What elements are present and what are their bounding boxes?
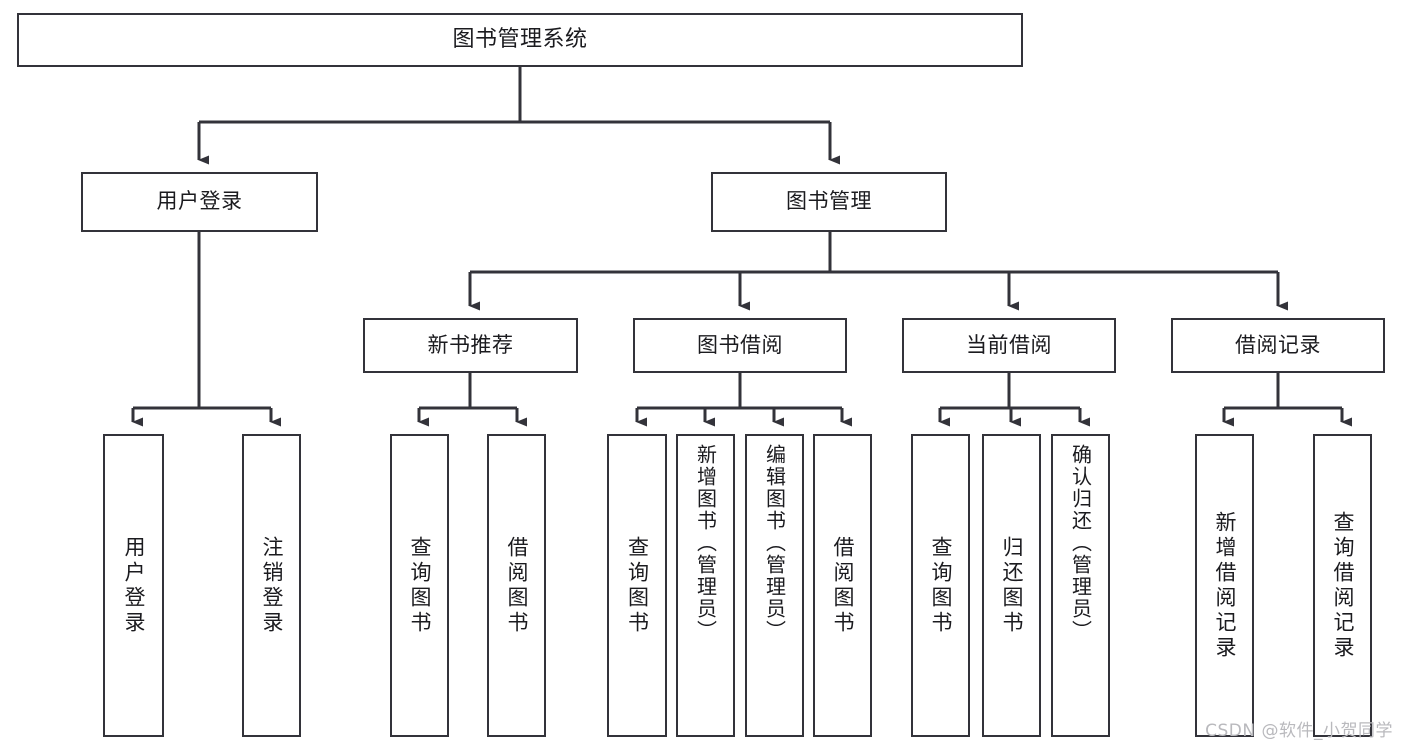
node-root[interactable]: 图书管理系统 (17, 13, 1023, 67)
node-leaf-logout-label: 注销登录 (260, 535, 284, 636)
node-book-borrow[interactable]: 图书借阅 (633, 318, 847, 373)
node-leaf-query-record-label: 查询借阅记录 (1331, 510, 1355, 661)
node-leaf-confirm-return[interactable]: 确认归还（管理员） (1051, 434, 1110, 737)
node-user-login[interactable]: 用户登录 (81, 172, 318, 232)
node-leaf-borrow-book-1-label: 借阅图书 (505, 535, 529, 636)
node-leaf-edit-book-label: 编辑图书（管理员） (762, 444, 787, 642)
node-book-borrow-label: 图书借阅 (697, 332, 783, 357)
node-leaf-edit-book[interactable]: 编辑图书（管理员） (745, 434, 804, 737)
node-leaf-user-login[interactable]: 用户登录 (103, 434, 164, 737)
node-borrow-record[interactable]: 借阅记录 (1171, 318, 1385, 373)
node-leaf-query-record[interactable]: 查询借阅记录 (1313, 434, 1372, 737)
node-leaf-query-book-3[interactable]: 查询图书 (911, 434, 970, 737)
node-leaf-query-book-1-label: 查询图书 (408, 535, 432, 636)
node-leaf-return-book-label: 归还图书 (1000, 535, 1024, 636)
node-leaf-add-book[interactable]: 新增图书（管理员） (676, 434, 735, 737)
node-leaf-confirm-return-label: 确认归还（管理员） (1068, 444, 1093, 642)
node-leaf-query-book-2[interactable]: 查询图书 (607, 434, 667, 737)
node-new-book-recommend-label: 新书推荐 (427, 332, 514, 357)
node-root-label: 图书管理系统 (452, 26, 588, 52)
node-leaf-return-book[interactable]: 归还图书 (982, 434, 1041, 737)
node-leaf-query-book-2-label: 查询图书 (625, 535, 650, 636)
node-leaf-borrow-book-2[interactable]: 借阅图书 (813, 434, 872, 737)
node-leaf-add-book-label: 新增图书（管理员） (693, 444, 718, 642)
node-leaf-add-record[interactable]: 新增借阅记录 (1195, 434, 1254, 737)
node-leaf-borrow-book-2-label: 借阅图书 (831, 535, 855, 636)
node-borrow-record-label: 借阅记录 (1235, 332, 1321, 357)
node-leaf-user-login-label: 用户登录 (122, 535, 146, 636)
node-leaf-query-book-1[interactable]: 查询图书 (390, 434, 449, 737)
node-leaf-query-book-3-label: 查询图书 (929, 535, 953, 636)
node-new-book-recommend[interactable]: 新书推荐 (363, 318, 578, 373)
node-current-borrow[interactable]: 当前借阅 (902, 318, 1116, 373)
node-book-manage-label: 图书管理 (786, 189, 872, 214)
node-leaf-logout[interactable]: 注销登录 (242, 434, 301, 737)
node-book-manage[interactable]: 图书管理 (711, 172, 947, 232)
node-leaf-add-record-label: 新增借阅记录 (1213, 510, 1237, 661)
node-current-borrow-label: 当前借阅 (966, 332, 1052, 357)
node-user-login-label: 用户登录 (156, 189, 243, 214)
node-leaf-borrow-book-1[interactable]: 借阅图书 (487, 434, 546, 737)
